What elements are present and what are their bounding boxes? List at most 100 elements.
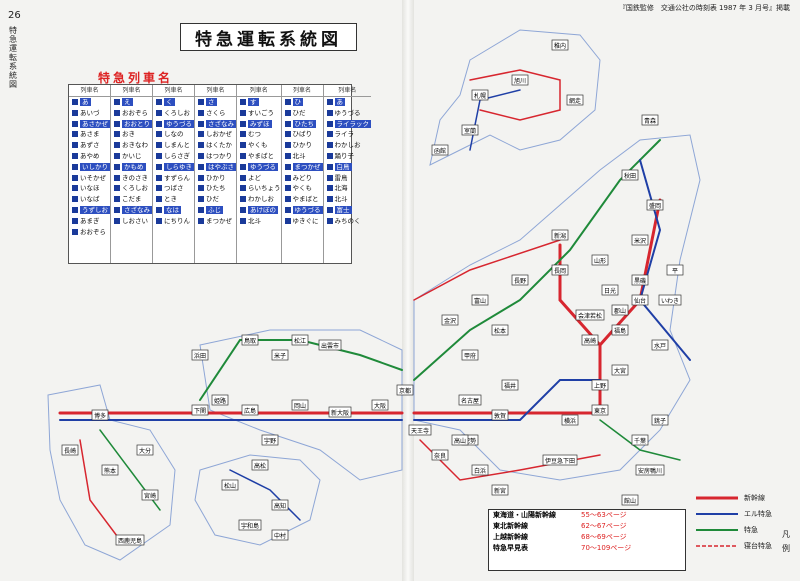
station-label: 館山 <box>624 497 636 505</box>
station-label: 旭川 <box>514 77 526 85</box>
page-reference-pages: 62〜67ページ <box>581 521 627 532</box>
station: 高山 <box>452 435 468 445</box>
station: 松山 <box>222 480 238 490</box>
station-label: 長崎 <box>64 447 76 455</box>
station-label: 仙台 <box>634 297 646 305</box>
station-label: 秋田 <box>624 172 636 180</box>
station-label: 浜田 <box>194 352 206 360</box>
station: 宇和島 <box>239 520 261 530</box>
station: 鳥取 <box>242 335 258 345</box>
station-label: 金沢 <box>444 317 456 325</box>
station: いわき <box>659 295 681 305</box>
station-label: 姫路 <box>214 397 226 405</box>
station-label: 福島 <box>614 327 626 335</box>
station: 宇野 <box>262 435 278 445</box>
station-label: 函館 <box>434 147 446 155</box>
station-label: 宇野 <box>264 437 276 445</box>
route-line <box>230 470 300 520</box>
station: 金沢 <box>442 315 458 325</box>
station: 新潟 <box>552 230 568 240</box>
station: 姫路 <box>212 395 228 405</box>
station: 稚内 <box>552 40 568 50</box>
station: 松江 <box>292 335 308 345</box>
page-reference-line: 上越新幹線 <box>493 532 581 543</box>
station: 東京 <box>592 405 608 415</box>
station-label: 高崎 <box>584 337 596 345</box>
station: 松本 <box>492 325 508 335</box>
station: 館山 <box>622 495 638 505</box>
station-label: 岡山 <box>294 402 306 410</box>
station: 札幌 <box>472 90 488 100</box>
page-reference-pages: 68〜69ページ <box>581 532 627 543</box>
station: 水戸 <box>652 340 668 350</box>
line-legend: 新幹線 エル特急 特急 寝台特急 <box>692 488 792 572</box>
station: 西鹿児島 <box>116 535 144 545</box>
station: 室蘭 <box>462 125 478 135</box>
station-label: 鳥取 <box>244 337 256 345</box>
station-label: 米沢 <box>634 237 646 245</box>
station-label: 長岡 <box>554 268 566 275</box>
station-label: 盛岡 <box>649 202 661 210</box>
station: 米沢 <box>632 235 648 245</box>
station: 名古屋 <box>459 395 481 405</box>
station: 秋田 <box>622 170 638 180</box>
page-reference-line: 東海道・山陽新幹線 <box>493 510 581 521</box>
station: 福島 <box>612 325 628 335</box>
legend-heading: 凡例 <box>782 528 791 556</box>
station-label: 大阪 <box>374 402 386 410</box>
station: 安房鴨川 <box>636 465 664 475</box>
station: 平 <box>667 265 683 275</box>
route-line <box>200 340 402 400</box>
station: 横浜 <box>562 415 578 425</box>
station-label: 伊豆急下田 <box>545 457 575 465</box>
station: 広島 <box>242 405 258 415</box>
station-label: 上野 <box>594 382 606 390</box>
station: 博多 <box>92 410 108 420</box>
station-label: 稚内 <box>554 42 566 50</box>
station-label: 出雲市 <box>321 342 339 350</box>
station: 天王寺 <box>409 425 431 435</box>
line-legend-swatches <box>692 488 792 572</box>
station: 黒磯 <box>632 275 648 285</box>
station: 出雲市 <box>319 340 341 350</box>
station-label: 福井 <box>504 382 516 390</box>
station-label: 白浜 <box>474 467 486 475</box>
station-label: 新宮 <box>494 487 506 495</box>
station-label: 奈良 <box>434 452 446 460</box>
station-label: 天王寺 <box>411 427 429 435</box>
station-label: いわき <box>661 298 679 305</box>
station: 日光 <box>602 285 618 295</box>
station: 山形 <box>592 255 608 265</box>
station-label: 大分 <box>139 447 151 455</box>
station-label: 高知 <box>274 502 286 510</box>
legend-label-2: 特急 <box>744 525 758 535</box>
station: 千葉 <box>632 435 648 445</box>
station: 大宮 <box>612 365 628 375</box>
station-label: 網走 <box>569 97 581 105</box>
station-label: 会津若松 <box>578 312 602 320</box>
route-line <box>414 240 560 300</box>
station: 銚子 <box>652 415 668 425</box>
station: 大阪 <box>372 400 388 410</box>
station-label: 富山 <box>474 297 486 305</box>
station-label: 横浜 <box>564 417 576 425</box>
station: 岡山 <box>292 400 308 410</box>
station: 長野 <box>512 275 528 285</box>
station-label: 松江 <box>294 337 306 345</box>
station: 下関 <box>192 405 208 415</box>
station-label: 新大阪 <box>331 409 349 417</box>
station: 高松 <box>252 460 268 470</box>
legend-label-0: 新幹線 <box>744 493 765 503</box>
station: 米子 <box>272 350 288 360</box>
station-label: 京都 <box>399 387 411 395</box>
station-label: 銚子 <box>654 417 666 425</box>
station-label: 名古屋 <box>461 397 479 405</box>
station: 高知 <box>272 500 288 510</box>
station-label: 新潟 <box>554 232 566 240</box>
station-label: 水戸 <box>654 342 666 350</box>
station-label: 米子 <box>274 352 286 360</box>
legend-label-1: エル特急 <box>744 509 772 519</box>
station-label: 松本 <box>494 327 506 335</box>
page-reference-row: 上越新幹線68〜69ページ <box>489 532 685 543</box>
